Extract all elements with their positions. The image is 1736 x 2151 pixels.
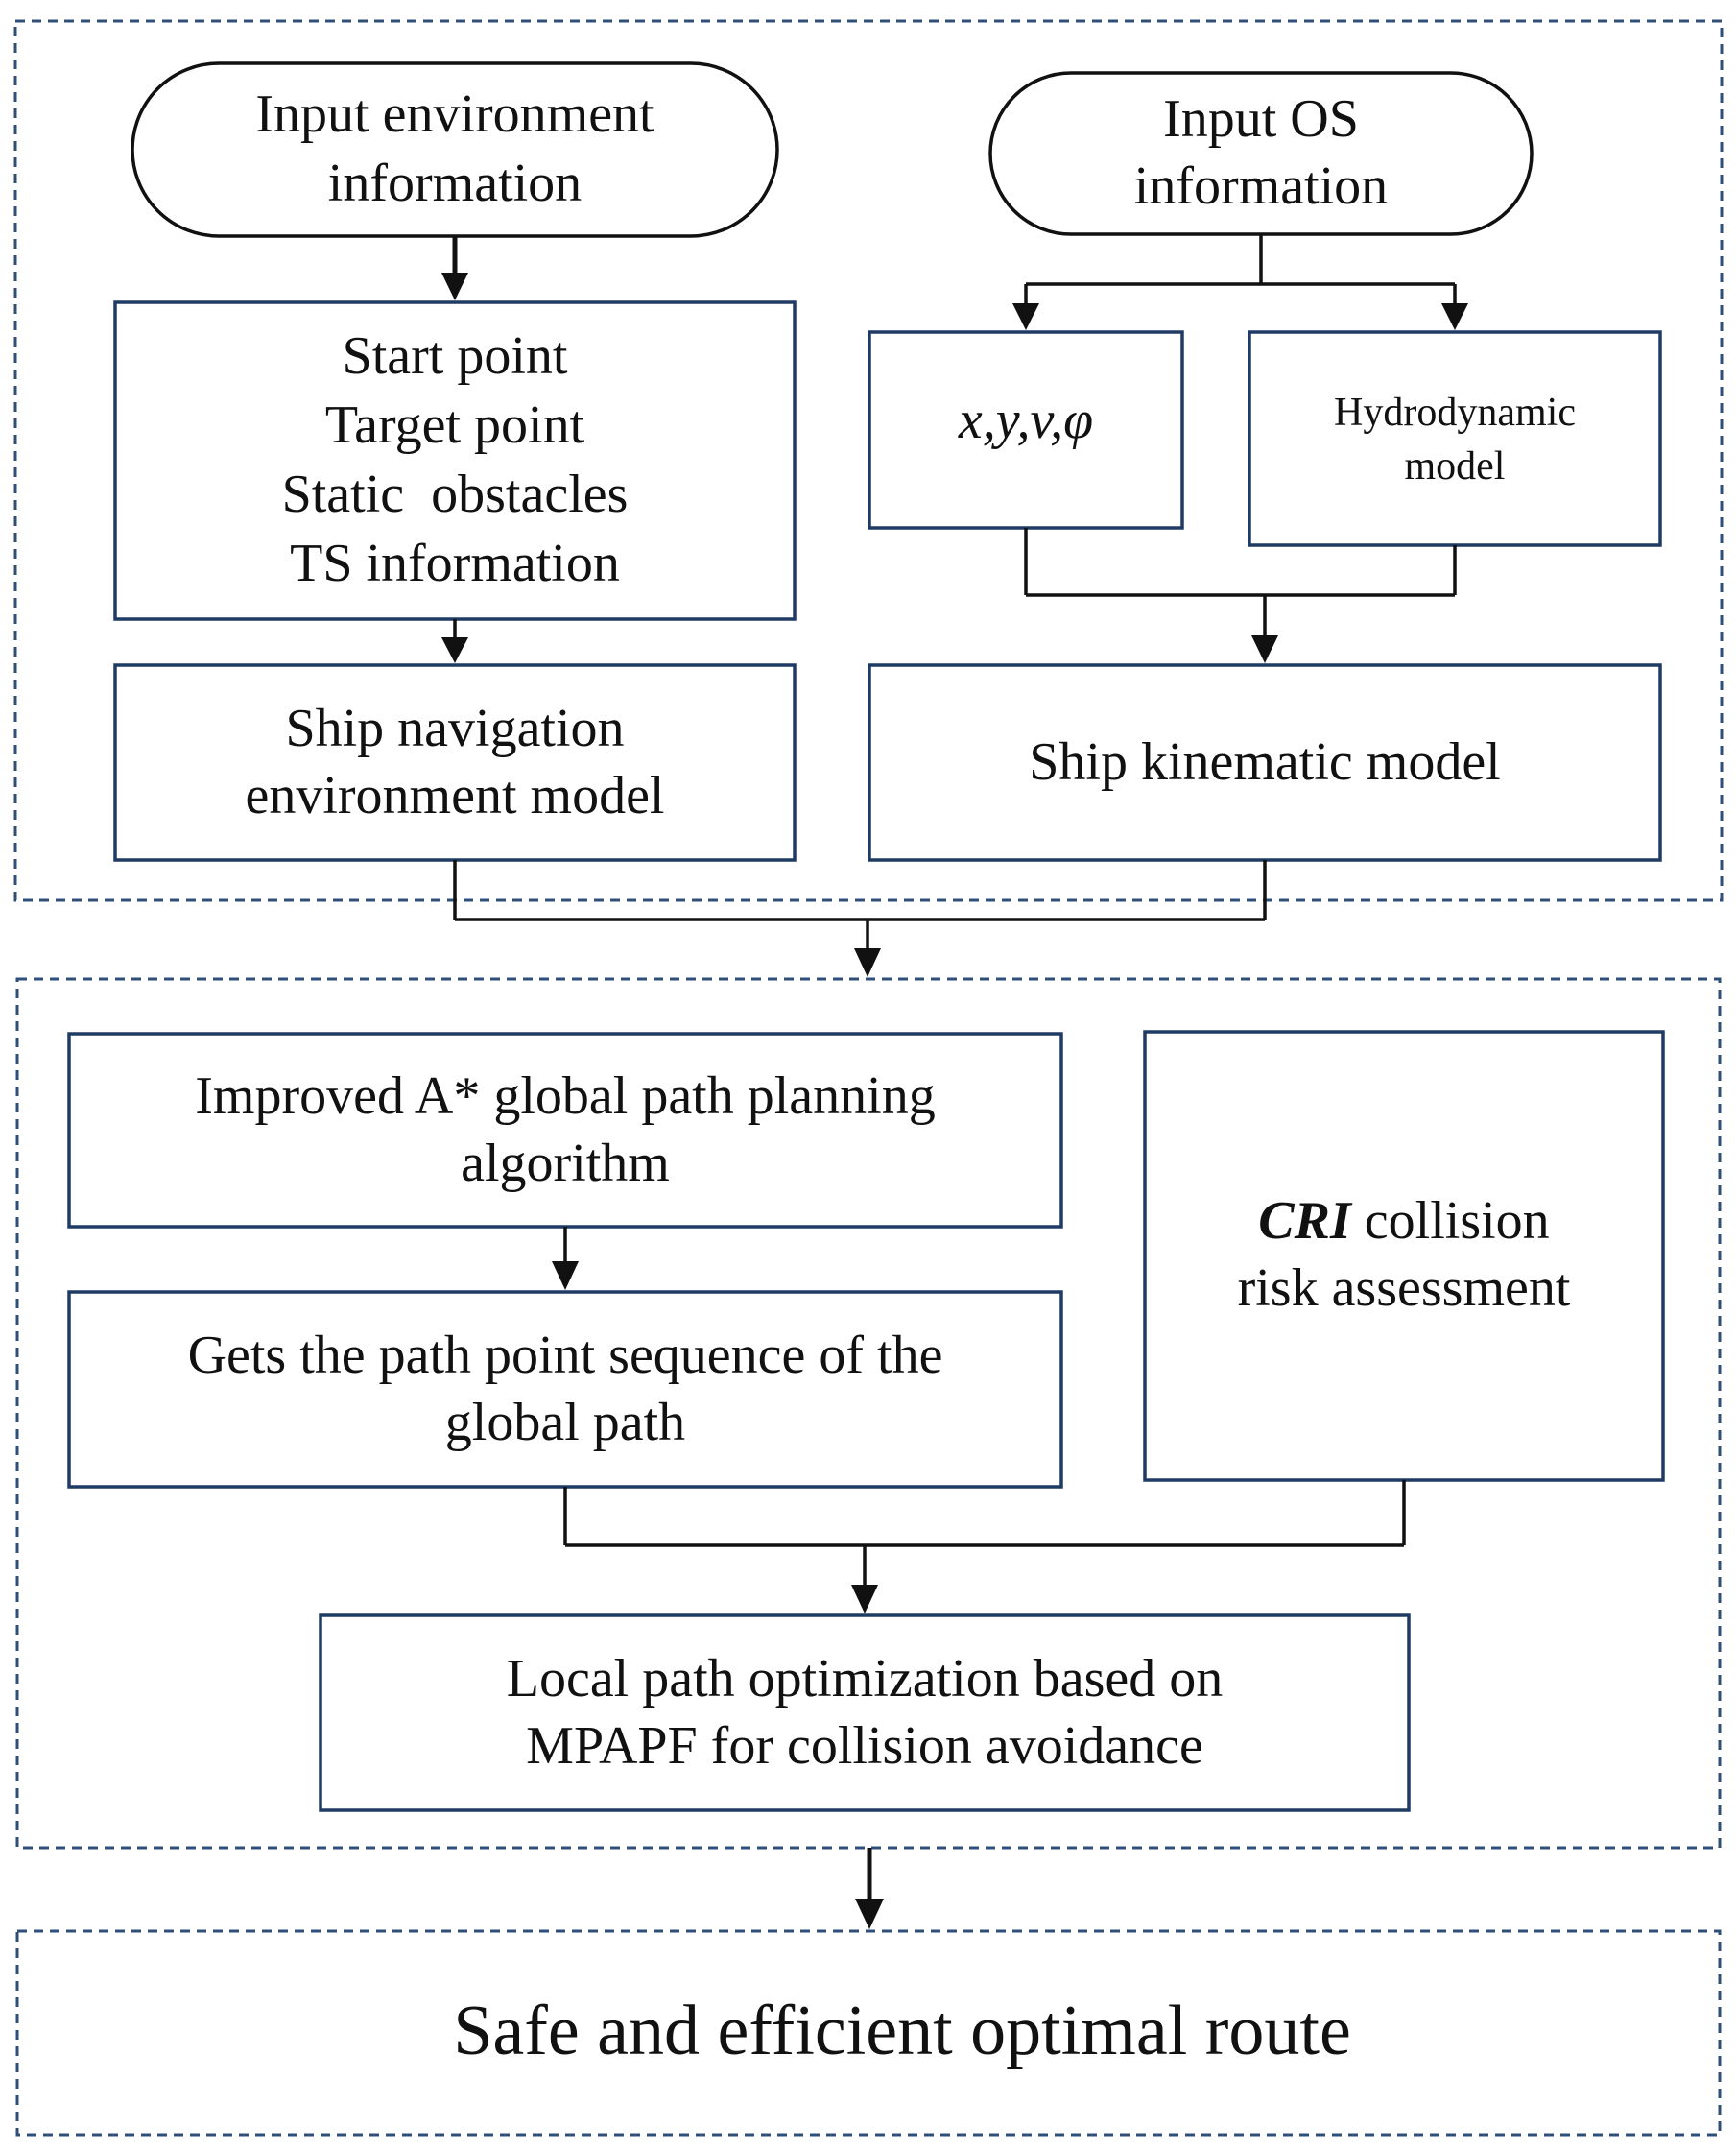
cri-line2: risk assessment <box>1238 1258 1571 1318</box>
state-variables-label: x,y,v,φ <box>958 391 1093 450</box>
navigation-environment-model-box: Ship navigation environment model <box>113 663 797 862</box>
hydrodynamic-line1: Hydrodynamic <box>1334 391 1576 435</box>
planning-region <box>15 977 1722 1850</box>
navigation-environment-line2: environment model <box>245 766 664 825</box>
arrowhead <box>441 273 468 300</box>
path-points-line2: global path <box>445 1393 685 1452</box>
arrowhead <box>1441 303 1468 330</box>
path-point-sequence-box: Gets the path point sequence of the glob… <box>67 1290 1063 1489</box>
cri-rest: collision <box>1351 1191 1550 1251</box>
cri-line1: CRI collision <box>1258 1191 1549 1251</box>
environment-items-box: Start point Target point Static obstacle… <box>113 300 797 621</box>
navigation-environment-line1: Ship navigation <box>285 699 624 758</box>
local-optimization-line2: MPAPF for collision avoidance <box>526 1716 1203 1776</box>
arrowhead <box>552 1261 579 1290</box>
env-item-ts-information: TS information <box>290 534 620 593</box>
env-item-static-obstacles: Static obstacles <box>282 465 629 524</box>
env-item-target-point: Target point <box>325 395 585 455</box>
astar-line1: Improved A* global path planning <box>195 1066 935 1126</box>
arrowhead <box>854 948 881 977</box>
cri-assessment-box: CRI collision risk assessment <box>1143 1030 1665 1482</box>
arrowhead <box>855 1899 884 1929</box>
env-item-start-point: Start point <box>343 326 568 386</box>
result-label: Safe and efficient optimal route <box>453 1992 1351 2070</box>
input-os-line1: Input OS <box>1163 89 1359 149</box>
input-os-line2: information <box>1134 156 1388 216</box>
arrowhead <box>851 1585 878 1613</box>
input-environment-line1: Input environment <box>255 84 654 144</box>
result-region <box>15 1929 1722 2137</box>
arrowhead <box>1251 635 1278 663</box>
kinematic-model-label: Ship kinematic model <box>1029 732 1500 792</box>
astar-line2: algorithm <box>461 1134 670 1193</box>
state-variables-box: x,y,v,φ <box>868 330 1184 530</box>
arrowhead <box>1012 303 1039 330</box>
input-environment-terminal: Input environment information <box>131 61 779 238</box>
cri-emphasis: CRI <box>1258 1191 1353 1251</box>
input-os-terminal: Input OS information <box>988 71 1534 236</box>
astar-planning-box: Improved A* global path planning algorit… <box>67 1032 1063 1229</box>
hydrodynamic-line2: model <box>1405 444 1506 489</box>
kinematic-model-box: Ship kinematic model <box>868 663 1662 862</box>
input-environment-line2: information <box>328 154 582 213</box>
path-points-line1: Gets the path point sequence of the <box>188 1326 943 1385</box>
connectors <box>441 234 1468 1929</box>
arrowhead <box>441 637 468 663</box>
hydrodynamic-model-box: Hydrodynamic model <box>1248 330 1662 547</box>
local-optimization-box: Local path optimization based on MPAPF f… <box>319 1613 1411 1812</box>
input-modeling-region <box>13 19 1724 902</box>
local-optimization-line1: Local path optimization based on <box>507 1649 1223 1709</box>
